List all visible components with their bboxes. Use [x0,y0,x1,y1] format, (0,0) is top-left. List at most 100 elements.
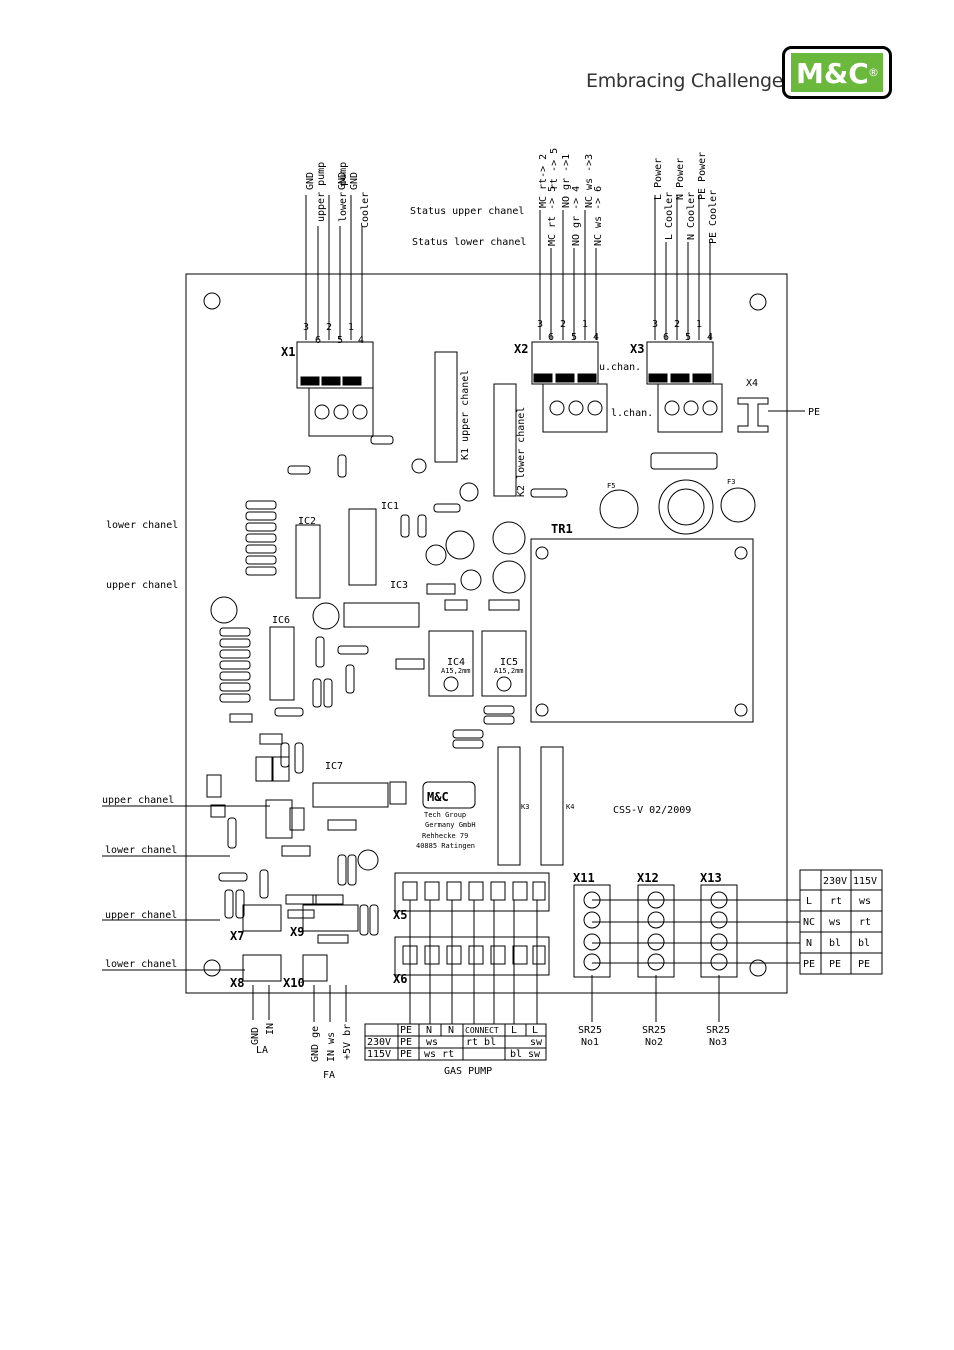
supply-cell: ws [859,896,871,907]
pin-num: 6 [663,332,669,343]
fa-5v: +5V br [342,1024,353,1060]
pin-num: 2 [674,319,680,330]
pin-num: 5 [337,335,343,346]
fa-gnd: GND ge [310,1026,321,1062]
lower-chanel-label: lower chanel [105,845,177,856]
la-label: LA [256,1045,268,1056]
x3-wire-label: PE Cooler [708,190,719,244]
gp-cell: N [448,1025,454,1036]
x5-connector [394,872,550,912]
relay-k3 [497,746,521,866]
ic4 [428,630,474,697]
relay-k4-label: K4 [566,803,574,811]
x4-pe-terminal [737,397,769,433]
mount-hole [749,959,767,977]
logo-text: M&C [796,57,869,90]
x13-label: X13 [700,871,722,885]
ic1 [348,508,377,586]
relay-k1-label: K1 upper chanel [460,370,471,460]
x7-connector [242,904,282,932]
gp-cell: rt bl [466,1037,496,1048]
pin-num: 1 [582,319,588,330]
sr25-no: No3 [709,1037,727,1048]
x1-wire-label: lower pump [338,162,349,222]
supply-cell: PE [858,959,870,970]
x2-lower-wire: NO gr -> 4 [571,186,582,246]
sr25-label: SR25 [642,1025,666,1036]
gp-cell: 115V [367,1049,391,1060]
x10-connector [302,954,328,982]
gp-cell: 230V [367,1037,391,1048]
x3-wire-label: N Power [675,158,686,200]
la-in: IN [265,1023,276,1035]
fuse-f5 [599,489,639,529]
pe-label: PE [808,407,820,418]
tagline: Embracing Challenge [586,70,784,92]
ic7-label: IC7 [325,761,343,772]
mount-hole [203,292,221,310]
ic2-label: IC2 [298,516,316,527]
status-lower-label: Status lower chanel [412,237,526,248]
pin-num: 5 [571,332,577,343]
ic4-sub: A15,2mm [441,667,471,675]
x6-label: X6 [393,972,407,986]
x12-label: X12 [637,871,659,885]
ic3-label: IC3 [390,580,408,591]
pin-num: 2 [326,322,332,333]
x7-label: X7 [230,929,244,943]
gp-cell: CONNECT [465,1026,499,1035]
gp-cell: L [532,1025,538,1036]
relay-k1 [434,351,458,463]
x2-lower-wire: NC ws -> 6 [593,186,604,246]
pin-num: 1 [696,319,702,330]
x3-label: X3 [630,342,644,356]
mc-logo: M&C ® [782,46,892,99]
logo-registered: ® [868,66,879,79]
x2-upper-wire: MC rt-> 2 [538,154,549,208]
ic1-label: IC1 [381,501,399,512]
sr25-no: No2 [645,1037,663,1048]
supply-cell: ws [829,917,841,928]
gp-cell: L [511,1025,517,1036]
pin-num: 3 [303,322,309,333]
gas-pump-table [364,1023,547,1061]
ic6 [269,626,295,701]
x8-label: X8 [230,976,244,990]
pin-num: 3 [652,319,658,330]
x9-label: X9 [290,925,304,939]
gp-cell: sw [530,1037,543,1048]
mount-hole [203,959,221,977]
x10-label: X10 [283,976,305,990]
gp-cell: ws rt [424,1049,454,1060]
board-logo-text: M&C [427,790,449,804]
pin-num: 5 [685,332,691,343]
fuse-f5-label: F5 [607,482,615,490]
x3-wire-label: L Power [653,158,664,200]
u-chan-tag: u.chan. [599,362,641,373]
maker-line: Rehhecke 79 [422,832,468,840]
pin-num: 1 [348,322,354,333]
x3-wire-label: L Cooler [664,192,675,240]
sr25-label: SR25 [706,1025,730,1036]
gp-cell: PE [400,1037,412,1048]
pcb-outline [185,273,788,994]
fuse-holder [658,479,714,535]
upper-chanel-label: upper chanel [105,910,177,921]
ic2 [295,524,321,599]
ic6-label: IC6 [272,615,290,626]
x11-label: X11 [573,871,595,885]
x1-wire-label: GND [337,172,348,190]
fuse-f3 [720,487,756,523]
x4-label: X4 [746,378,758,389]
supply-cell: PE [803,959,815,970]
supply-cell: NC [803,917,815,928]
supply-cell: rt [859,917,871,928]
sr25-label: SR25 [578,1025,602,1036]
supply-cell: rt [830,896,842,907]
gas-pump-cells: PE N N CONNECT L L 230V PE ws rt bl sw 1… [367,1025,543,1060]
transformer-tr1 [530,538,754,723]
x2-lower-wire: MC rt -> 5 [547,186,558,246]
gas-pump-caption: GAS PUMP [444,1066,492,1077]
supply-header: 115V [853,876,877,887]
